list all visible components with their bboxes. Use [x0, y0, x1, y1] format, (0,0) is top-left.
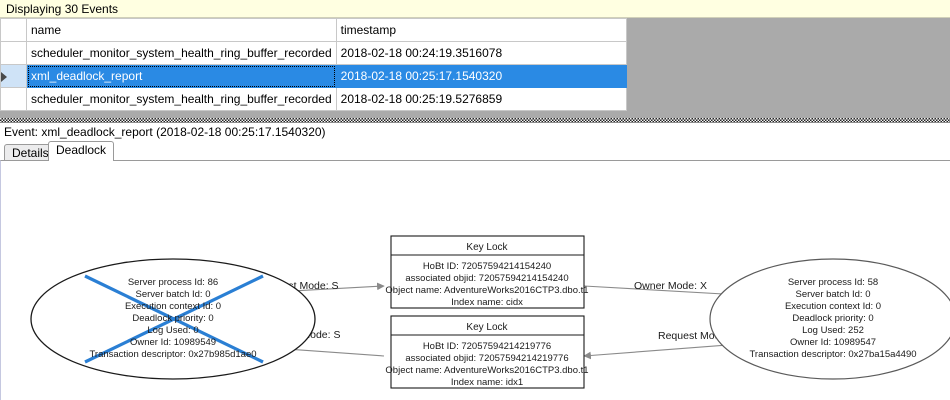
process-node-victim[interactable]: Server process Id: 86 Server batch Id: 0… — [30, 258, 316, 380]
tab-details[interactable]: Details — [4, 144, 57, 161]
cell-timestamp[interactable]: 2018-02-18 00:25:19.5276859 — [335, 87, 627, 111]
key-lock-bottom-line-0: HoBt ID: 72057594214219776 — [423, 341, 551, 352]
process-survivor-ellipse[interactable] — [709, 258, 950, 380]
events-table-head: name timestamp — [0, 18, 627, 42]
key-lock-bottom-line-3: Index name: idx1 — [451, 377, 523, 388]
process-node-survivor[interactable]: Server process Id: 58 Server batch Id: 0… — [709, 258, 950, 380]
cell-name[interactable]: scheduler_monitor_system_health_ring_buf… — [26, 87, 337, 111]
process-victim-line-6: Transaction descriptor: 0x27b985d1ae0 — [89, 349, 256, 360]
key-lock-bottom-line-1: associated objid: 72057594214219776 — [405, 353, 568, 364]
row-selector-cell[interactable] — [0, 41, 27, 65]
events-count-label: Displaying 30 Events — [6, 1, 119, 16]
tab-deadlock[interactable]: Deadlock — [48, 141, 115, 161]
process-survivor-line-3: Deadlock priority: 0 — [792, 313, 873, 324]
event-detail-header: Event: xml_deadlock_report (2018-02-18 0… — [0, 123, 950, 140]
key-lock-bottom-line-2: Object name: AdventureWorks2016CTP3.dbo.… — [385, 365, 588, 376]
process-survivor-line-4: Log Used: 252 — [802, 325, 864, 336]
victim-cross-icon-line2 — [84, 274, 264, 364]
key-lock-top-line-0: HoBt ID: 72057594214154240 — [423, 261, 551, 272]
process-survivor-line-2: Execution context Id: 0 — [785, 301, 881, 312]
key-lock-top-line-2: Object name: AdventureWorks2016CTP3.dbo.… — [385, 285, 588, 296]
key-lock-top-line-1: associated objid: 72057594214154240 — [405, 273, 568, 284]
key-lock-top-line-3: Index name: cidx — [451, 297, 523, 308]
table-row[interactable]: scheduler_monitor_system_health_ring_buf… — [0, 41, 627, 65]
process-survivor-line-1: Server batch Id: 0 — [796, 289, 871, 300]
key-lock-top-title: Key Lock — [466, 242, 508, 253]
row-selector-cell[interactable] — [0, 64, 27, 88]
resource-node-key-lock-bottom[interactable]: Key Lock HoBt ID: 72057594214219776 asso… — [385, 315, 589, 389]
process-victim-line-5: Owner Id: 10989549 — [130, 337, 216, 348]
table-row[interactable]: xml_deadlock_report 2018-02-18 00:25:17.… — [0, 64, 627, 88]
key-lock-bottom-title: Key Lock — [466, 322, 508, 333]
cell-timestamp[interactable]: 2018-02-18 00:25:17.1540320 — [335, 64, 627, 88]
detail-tabstrip: Details Deadlock — [0, 141, 950, 161]
process-survivor-line-6: Transaction descriptor: 0x27ba15a4490 — [749, 349, 916, 360]
table-header-row: name timestamp — [0, 18, 627, 42]
key-lock-bottom-box[interactable] — [390, 315, 585, 389]
horizontal-splitter[interactable] — [0, 118, 950, 123]
key-lock-top-box[interactable] — [390, 235, 585, 309]
column-header-timestamp[interactable]: timestamp — [335, 18, 627, 42]
process-victim-line-2: Execution context Id: 0 — [125, 301, 221, 312]
deadlock-graph-svg: Request Mode: S Owner Mode: X Owner Mode… — [30, 235, 950, 389]
events-count-banner: Displaying 30 Events — [0, 0, 950, 18]
event-detail-title: Event: xml_deadlock_report (2018-02-18 0… — [4, 124, 326, 139]
process-survivor-line-5: Owner Id: 10989547 — [790, 337, 876, 348]
events-table: name timestamp scheduler_monitor_system_… — [0, 18, 627, 111]
process-survivor-line-0: Server process Id: 58 — [788, 277, 878, 288]
column-header-name[interactable]: name — [26, 18, 337, 42]
cell-name[interactable]: xml_deadlock_report — [26, 64, 337, 88]
process-victim-line-0: Server process Id: 86 — [128, 277, 218, 288]
cell-name[interactable]: scheduler_monitor_system_health_ring_buf… — [26, 41, 337, 65]
tab-seam — [49, 161, 118, 162]
process-victim-line-3: Deadlock priority: 0 — [132, 313, 213, 324]
process-victim-line-1: Server batch Id: 0 — [136, 289, 211, 300]
events-grid[interactable]: name timestamp scheduler_monitor_system_… — [0, 18, 950, 118]
table-row[interactable]: scheduler_monitor_system_health_ring_buf… — [0, 87, 627, 111]
events-table-body: scheduler_monitor_system_health_ring_buf… — [0, 41, 627, 111]
edge-owner-x-label: Owner Mode: X — [634, 280, 707, 292]
row-selector-arrow-icon — [1, 71, 7, 82]
row-selector-cell[interactable] — [0, 87, 27, 111]
cell-timestamp[interactable]: 2018-02-18 00:24:19.3516078 — [335, 41, 627, 65]
column-header-selector[interactable] — [0, 18, 27, 42]
resource-node-key-lock-top[interactable]: Key Lock HoBt ID: 72057594214154240 asso… — [385, 235, 589, 309]
deadlock-graph-canvas[interactable]: Request Mode: S Owner Mode: X Owner Mode… — [0, 160, 950, 400]
process-victim-line-4: Log Used: 0 — [147, 325, 198, 336]
